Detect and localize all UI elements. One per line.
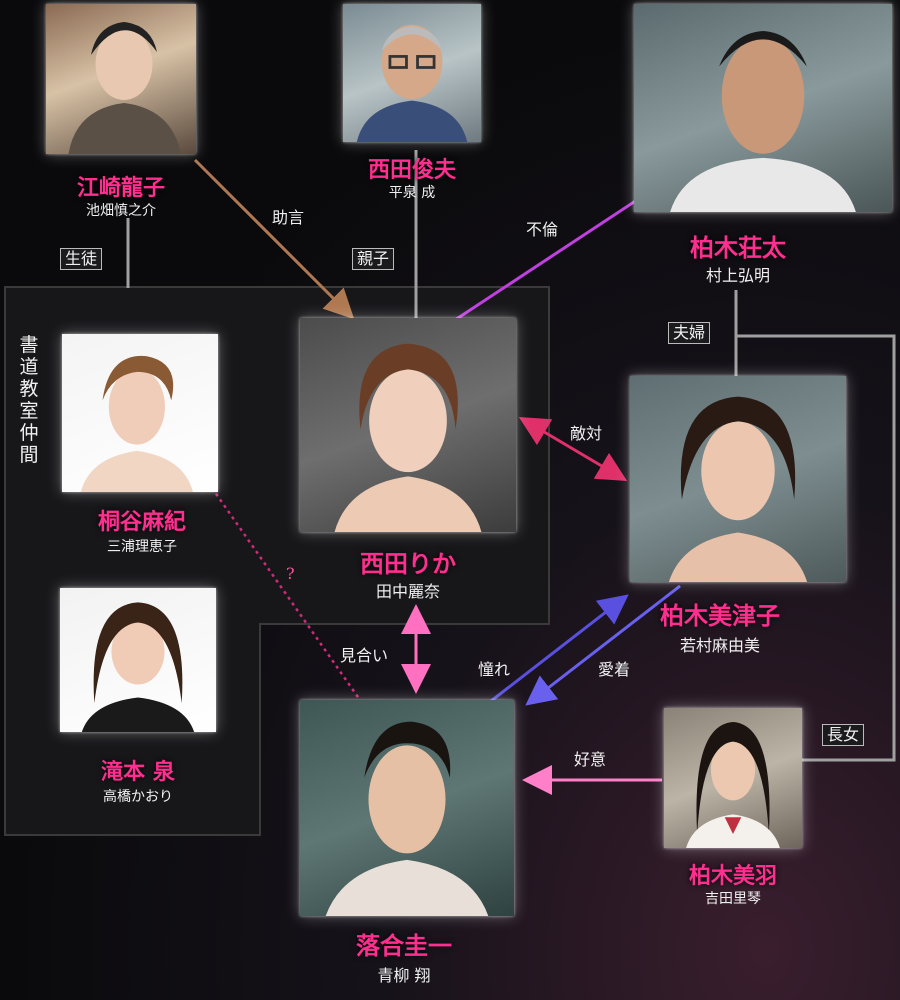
kashiwagi-mitsuko-name: 柏木美津子 — [660, 601, 780, 630]
furin-label: 不倫 — [526, 220, 559, 239]
oyako-tag: 親子 — [352, 248, 395, 270]
kashiwagi-sota-photo — [634, 4, 892, 212]
kiriya-name: 桐谷麻紀 — [97, 509, 187, 535]
koui-label: 好意 — [574, 750, 607, 769]
aichaku-arrow — [525, 584, 681, 706]
furin-line — [454, 196, 641, 322]
ochiai-actor: 青柳 翔 — [377, 966, 431, 985]
kashiwagi-sota-name: 柏木荘太 — [690, 233, 786, 262]
nishida-toshio-photo — [343, 4, 481, 142]
kashiwagi-miu-photo — [664, 708, 802, 848]
ochiai-photo — [300, 700, 514, 916]
ezaki-photo — [46, 4, 196, 154]
jogen-label: 助言 — [272, 208, 305, 227]
nishida-toshio-name: 西田俊夫 — [367, 157, 457, 183]
ezaki-actor: 池畑慎之介 — [86, 203, 156, 219]
ezaki-name: 江崎龍子 — [76, 175, 166, 201]
chojo-line — [736, 334, 896, 762]
tekitai-arrow — [518, 416, 628, 482]
kashiwagi-mitsuko-photo — [630, 376, 846, 582]
nishida-rika-photo — [300, 318, 516, 532]
tekitai-label: 敵対 — [570, 424, 603, 443]
group-label: 書道教室仲間 — [19, 334, 39, 466]
kashiwagi-miu-name: 柏木美羽 — [688, 863, 778, 889]
aichaku-label: 愛着 — [598, 660, 631, 679]
akogare-arrow — [481, 594, 629, 710]
ochiai-name: 落合圭一 — [356, 931, 452, 960]
kashiwagi-mitsuko-actor: 若村麻由美 — [679, 636, 761, 655]
miai-label: 見合い — [340, 646, 389, 665]
takimoto-actor: 高橋かおり — [103, 789, 173, 805]
nishida-rika-name: 西田りか — [360, 549, 456, 578]
nishida-toshio-actor: 平泉 成 — [388, 185, 436, 201]
kiriya-photo — [62, 334, 218, 492]
takimoto-name: 滝本 泉 — [101, 759, 175, 785]
chojo-tag: 長女 — [822, 724, 865, 746]
kashiwagi-miu-actor: 吉田里琴 — [705, 891, 761, 907]
jogen-arrow — [193, 158, 355, 320]
akogare-label: 憧れ — [478, 660, 511, 679]
kashiwagi-sota-actor: 村上弘明 — [705, 266, 771, 285]
kiriya-actor: 三浦理恵子 — [107, 539, 177, 555]
fuufu-tag: 夫婦 — [668, 322, 711, 344]
seito-tag: 生徒 — [60, 248, 103, 270]
question-label: ? — [286, 564, 295, 583]
takimoto-photo — [60, 588, 216, 732]
nishida-rika-actor: 田中麗奈 — [375, 582, 441, 601]
question-line — [210, 487, 362, 701]
